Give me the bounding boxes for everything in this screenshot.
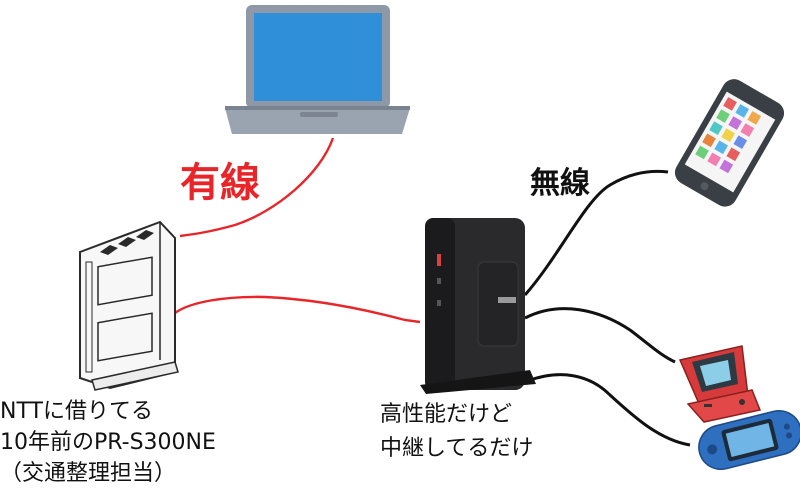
handheld-game-red-icon <box>678 345 762 423</box>
ont-router-icon <box>79 220 179 391</box>
wireless-line-phone <box>523 169 669 296</box>
router-caption: 高性能だけど 中継してるだけ <box>380 402 534 461</box>
handheld-game-blue-icon <box>698 409 800 471</box>
wireless-label: 無線 <box>530 166 590 201</box>
wireless-line-handheld-blue <box>524 373 691 447</box>
wired-cable-laptop <box>179 137 335 238</box>
wireless-line-handheld-red <box>524 307 676 364</box>
wired-label: 有線 <box>180 160 260 206</box>
laptop-icon <box>225 5 410 134</box>
wired-cable-router <box>174 295 421 324</box>
smartphone-icon <box>674 79 785 207</box>
wifi-router-icon <box>420 218 536 394</box>
ont-caption: NTTに借りてる 10年前のPR-S300NE （交通整理担当） <box>0 399 216 486</box>
